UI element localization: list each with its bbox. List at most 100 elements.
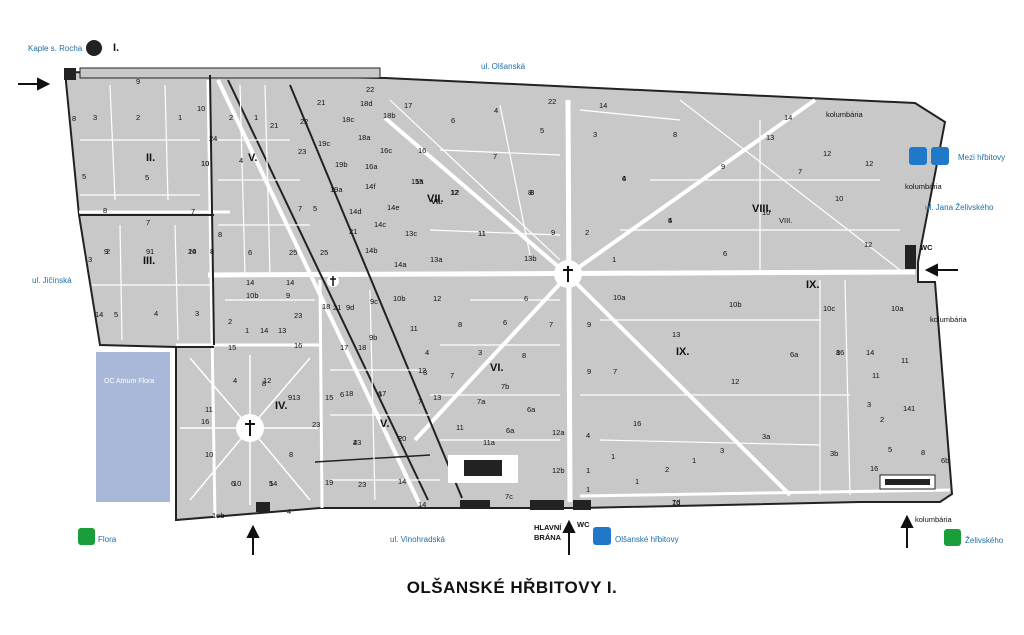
- plot-number: 14e: [387, 203, 400, 212]
- plot-number: 9: [551, 228, 556, 237]
- plot-number: 5: [114, 310, 119, 319]
- plot-number: 24: [209, 134, 218, 143]
- oc-atrium-building: [96, 352, 170, 502]
- plot-number: 1: [254, 113, 259, 122]
- plot-number: 8: [836, 348, 841, 357]
- plot-number: 13b: [524, 254, 537, 263]
- plot-number: 8: [262, 379, 267, 388]
- plot-number: 14: [903, 404, 912, 413]
- plot-number: 10: [233, 479, 242, 488]
- plot-number: 11: [478, 229, 486, 238]
- plot-number: 14b: [365, 246, 378, 255]
- kaple-marker: [86, 40, 102, 56]
- plot-number: 12b: [552, 466, 565, 475]
- plot-number: 7: [613, 367, 618, 376]
- plot-number: 16: [870, 464, 879, 473]
- plot-number: 14: [398, 477, 407, 486]
- plot-number: 22: [548, 97, 557, 106]
- plot-number: 12a: [552, 428, 565, 437]
- section-iii-label: III.: [143, 255, 156, 267]
- plot-number: 4: [668, 216, 673, 225]
- plot-number: 8: [530, 188, 535, 197]
- plot-number: 2: [228, 317, 233, 326]
- plot-number: 16: [418, 146, 427, 155]
- plot-number: 12: [823, 149, 832, 158]
- plot-number: 16: [201, 417, 210, 426]
- main-path-vertical: [565, 99, 573, 503]
- plot-number: 5: [668, 216, 673, 225]
- plot-number: 11: [478, 229, 486, 238]
- plot-number: 9c: [370, 297, 378, 306]
- plot-number: 10c: [823, 304, 836, 313]
- plot-number: 12: [864, 240, 873, 249]
- plot-number: 4: [353, 438, 358, 447]
- plot-number: 9: [136, 77, 141, 86]
- plot-number: 2: [665, 465, 670, 474]
- kaple-label: Kaple s. Rocha: [28, 44, 83, 53]
- plot-number: 2: [398, 434, 403, 443]
- plot-number: 7a: [477, 397, 486, 406]
- plot-number: 11: [872, 371, 880, 380]
- section-v-label-1: V.: [248, 152, 258, 164]
- plot-number: 13: [433, 393, 442, 402]
- plot-number: 6b: [941, 456, 950, 465]
- plot-number: 4: [425, 348, 430, 357]
- entrance-arrows: [18, 77, 958, 555]
- plot-number: 12: [263, 376, 272, 385]
- plot-number: 12: [865, 159, 874, 168]
- plot-number: 23: [298, 147, 307, 156]
- plot-number: 3: [478, 348, 483, 357]
- section-ix-label-1: IX.: [806, 279, 820, 291]
- plot-number: 1: [612, 255, 617, 264]
- section-vii-label: VII.: [427, 193, 444, 205]
- plot-number: 14: [269, 479, 278, 488]
- plot-number: 23: [312, 420, 321, 429]
- plot-number: 11: [205, 405, 213, 414]
- plot-number: 3: [195, 309, 200, 318]
- plot-number: 14f: [365, 182, 376, 191]
- chapel-cross-small: [327, 275, 339, 287]
- plot-number: 17: [404, 101, 413, 110]
- plot-number: 14: [95, 310, 104, 319]
- kolumbaria-label-3: kolumbária: [930, 315, 967, 324]
- plot-number: 4: [586, 431, 591, 440]
- boundary-line-1: [209, 74, 215, 346]
- plot-number: 14: [599, 101, 608, 110]
- plot-number: 7d: [672, 498, 681, 507]
- plot-number: 8: [72, 114, 77, 123]
- plot-number: 7: [298, 204, 303, 213]
- plot-number: 8: [522, 351, 527, 360]
- diagonal-path-1: [383, 116, 570, 277]
- plot-number: 10b: [393, 294, 406, 303]
- map-title: OLŠANSKÉ HŘBITOVY I.: [406, 578, 618, 597]
- plot-number: 14a: [394, 260, 407, 269]
- plot-number: 5: [145, 173, 150, 182]
- tram-icon-mezi-2: [931, 147, 949, 165]
- plot-number: 16c: [380, 146, 393, 155]
- plot-number: 14: [784, 113, 793, 122]
- plot-number: 9d: [346, 303, 355, 312]
- section-v-label-2: V.: [380, 418, 390, 430]
- plot-number: 15: [415, 177, 424, 186]
- plot-number: 8: [210, 247, 215, 256]
- plot-number: 16: [672, 498, 681, 507]
- gate-building-shape: [464, 460, 502, 476]
- diagonal-path-3: [413, 273, 570, 442]
- plot-number: 16: [633, 419, 642, 428]
- plot-number: 4: [154, 309, 159, 318]
- plot-number: 10: [205, 450, 214, 459]
- main-gate-label-2: BRÁNA: [534, 533, 562, 542]
- plot-number: 1: [635, 477, 640, 486]
- wc-gate-label: WC: [577, 520, 590, 529]
- plot-number: 6a: [527, 405, 536, 414]
- plot-number: 16: [294, 341, 303, 350]
- plot-number: 17: [340, 343, 349, 352]
- plot-number: 13a: [430, 255, 443, 264]
- plot-number: 4: [239, 156, 244, 165]
- plot-number: 5: [269, 479, 274, 488]
- stop-olsanske-hrbitovy: Olšanské hřbitovy: [615, 535, 679, 544]
- plot-number: 13: [278, 326, 287, 335]
- section-viii-label: VIII.: [752, 203, 772, 215]
